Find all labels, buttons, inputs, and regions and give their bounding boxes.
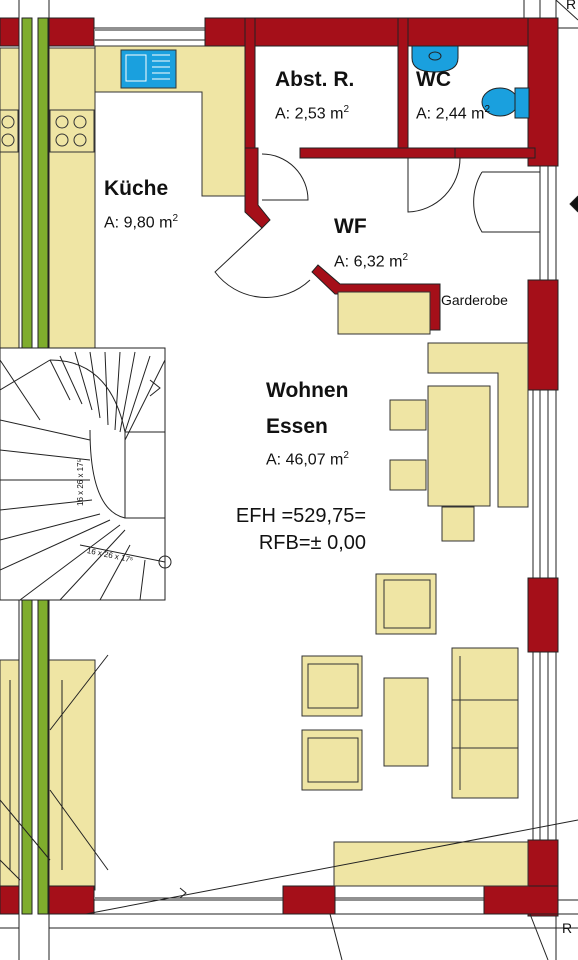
window-lines [95, 29, 484, 899]
doors [214, 153, 541, 298]
edge-mark-bottom-right: R [562, 920, 573, 936]
wc-fixtures [411, 45, 530, 119]
furniture-details [307, 579, 518, 790]
room-area-wc: A: 2,44 m2 [416, 104, 490, 123]
stair-label-upper: 16 x 26 x 17⁵ [76, 459, 85, 506]
stove-icon [0, 109, 95, 153]
room-area-wohnen: A: 46,07 m2 [266, 450, 349, 469]
area-exponent: 2 [172, 213, 179, 224]
sink-blue [120, 49, 177, 89]
room-name-abstellraum: Abst. R. [275, 68, 355, 91]
staircase [0, 347, 172, 601]
room-area-wc-value: A: 2,44 m [416, 105, 485, 123]
room-name-wohnen: Wohnen [266, 379, 349, 402]
lower-left-lines [0, 654, 578, 960]
sink-lines [125, 54, 170, 82]
room-area-wf: A: 6,32 m2 [334, 252, 408, 271]
room-name-garderobe: Garderobe [441, 292, 508, 308]
area-exponent: 2 [402, 252, 409, 263]
level-efh: EFH =529,75= [235, 505, 366, 527]
walls [0, 17, 559, 917]
room-area-wohnen-value: A: 46,07 m [266, 451, 344, 469]
right-edge-marks [523, 0, 578, 213]
room-name-wc: WC [416, 68, 451, 91]
room-area-kueche-value: A: 9,80 m [104, 214, 173, 232]
room-name-essen: Essen [266, 415, 328, 438]
room-area-abstellraum-value: A: 2,53 m [275, 105, 344, 123]
edge-mark-top-right: R [566, 0, 577, 12]
room-area-kueche: A: 9,80 m2 [104, 213, 178, 232]
room-name-kueche: Küche [104, 177, 169, 200]
level-rfb: RFB=± 0,00 [258, 532, 366, 554]
furniture [301, 291, 529, 887]
area-exponent: 2 [484, 104, 491, 115]
room-area-wf-value: A: 6,32 m [334, 253, 403, 271]
room-name-wf: WF [334, 215, 367, 238]
area-exponent: 2 [343, 104, 350, 115]
area-exponent: 2 [343, 450, 349, 461]
room-area-abstellraum: A: 2,53 m2 [275, 104, 349, 123]
